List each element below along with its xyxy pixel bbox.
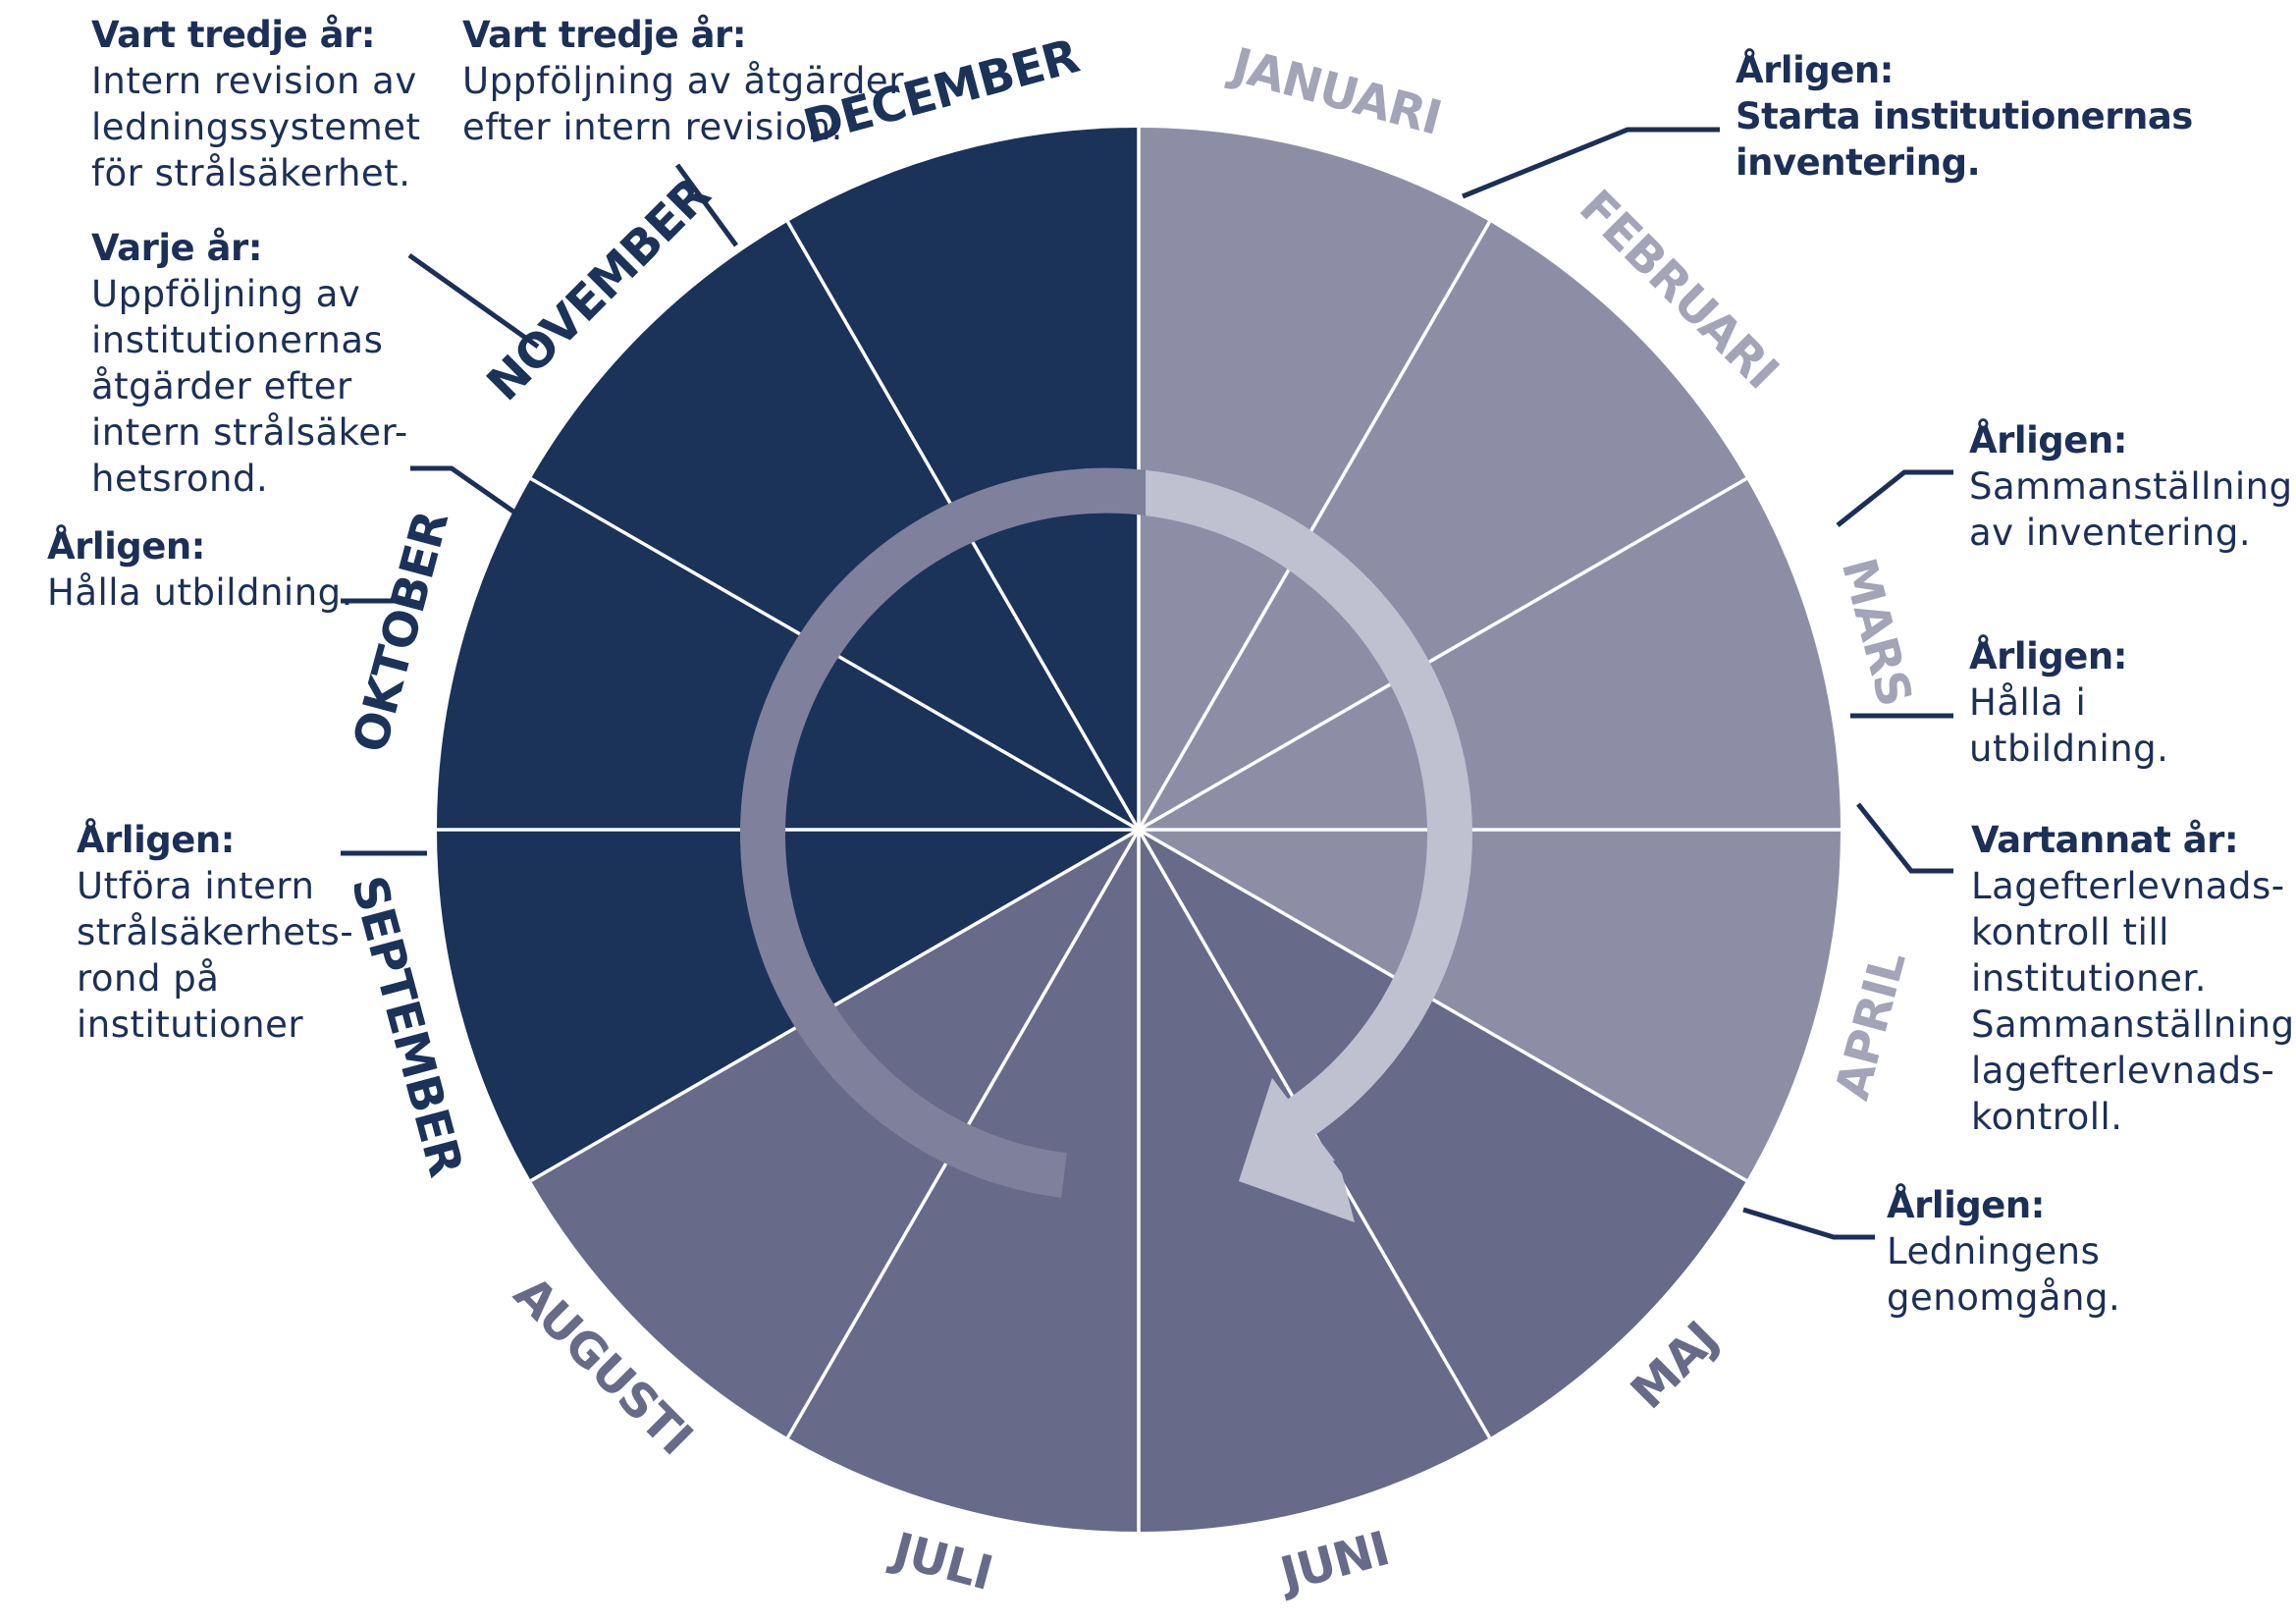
- sector-juli: [787, 830, 1139, 1532]
- note-heading: Vartannat år:: [1971, 819, 2239, 861]
- month-label-oktober: OKTOBER: [343, 506, 459, 758]
- note-body: Intern revision av ledningssystemet för …: [91, 60, 421, 194]
- note-heading: Årligen:: [47, 525, 205, 568]
- sector-november: [530, 221, 1139, 830]
- note-heading: Årligen:: [1887, 1184, 2045, 1226]
- note-utfora-rond: Årligen: Utföra intern strålsäkerhets- r…: [77, 817, 353, 1048]
- sector-divider: [529, 828, 1140, 1183]
- note-halla-utbildning-okt: Årligen: Hålla utbildning.: [47, 523, 353, 616]
- note-body: Utföra intern strålsäkerhets- rond på in…: [77, 865, 354, 1046]
- note-heading: Årligen:: [1969, 419, 2127, 461]
- note-body: Hålla utbildning.: [47, 571, 353, 614]
- leader-intern-revision: [674, 163, 739, 247]
- note-body: Starta institutionernas inventering.: [1735, 95, 2193, 184]
- note-heading: Varje år:: [91, 227, 262, 269]
- leader-ledningens-genomgang: [1742, 1207, 1875, 1240]
- note-lagefterlevnad: Vartannat år: Lagefterlevnads- kontroll …: [1971, 817, 2295, 1140]
- sector-februari: [1139, 221, 1747, 830]
- leader-sammanstallning: [1836, 469, 1953, 527]
- cycle-arrow-right-half: [1146, 469, 1472, 1147]
- note-body: Sammanställning av inventering.: [1969, 465, 2293, 554]
- leader-starta-inventering: [1462, 127, 1720, 199]
- note-heading: Årligen:: [1735, 49, 1894, 91]
- note-uppfoljning-revision: Vart tredje år: Uppföljning av åtgärder …: [462, 12, 904, 150]
- note-heading: Årligen:: [77, 819, 235, 861]
- note-heading: Årligen:: [1969, 635, 2127, 677]
- sector-divider: [1138, 476, 1748, 832]
- note-starta-inventering: Årligen: Starta institutionernas invente…: [1735, 47, 2193, 186]
- note-body: Uppföljning av åtgärder efter intern rev…: [462, 60, 904, 148]
- sector-divider: [1137, 220, 1492, 831]
- leader-uppfoljning-institutioner: [407, 252, 540, 350]
- sector-maj: [1139, 830, 1747, 1438]
- note-body: Lagefterlevnads- kontroll till instituti…: [1971, 865, 2295, 1138]
- note-ledningens-genomgang: Årligen: Ledningens genomgång.: [1887, 1182, 2120, 1321]
- sector-divider: [1138, 828, 1748, 1183]
- month-label-juni: JUNI: [1272, 1521, 1394, 1603]
- note-heading: Vart tredje år:: [462, 14, 747, 56]
- sector-april: [1139, 830, 1841, 1181]
- note-sammanstallning-inventering: Årligen: Sammanställning av inventering.: [1969, 417, 2293, 556]
- leader-lagefterlevnad: [1856, 802, 1953, 874]
- month-label-maj: MAJ: [1621, 1312, 1729, 1420]
- note-heading: Vart tredje år:: [91, 14, 376, 56]
- month-label-mars: MARS: [1831, 553, 1923, 712]
- sector-augusti: [530, 830, 1139, 1438]
- sector-december: [787, 128, 1139, 830]
- note-body: Hålla i utbildning.: [1969, 681, 2169, 770]
- sector-mars: [1139, 478, 1841, 830]
- leader-lines: [341, 127, 1953, 1240]
- note-intern-revision: Vart tredje år: Intern revision av ledni…: [91, 12, 421, 196]
- cycle-arrow-icon: [740, 467, 1472, 1222]
- sector-januari: [1139, 128, 1490, 830]
- cycle-arrow-left-half: [740, 467, 1146, 1198]
- note-body: Uppföljning av institutionernas åtgärder…: [91, 273, 408, 500]
- note-halla-utbildning-mars: Årligen: Hålla i utbildning.: [1969, 633, 2296, 772]
- leader-uppfoljning-institutioner-2: [410, 465, 518, 516]
- cycle-arrowhead-tip: [1239, 1078, 1355, 1222]
- note-uppfoljning-institutioner: Varje år: Uppföljning av institutionerna…: [91, 225, 408, 502]
- month-label-april: APRIL: [1825, 946, 1917, 1105]
- month-label-januari: JANUARI: [1223, 37, 1447, 146]
- note-body: Ledningens genomgång.: [1887, 1230, 2121, 1319]
- month-label-juli: JULI: [884, 1522, 997, 1601]
